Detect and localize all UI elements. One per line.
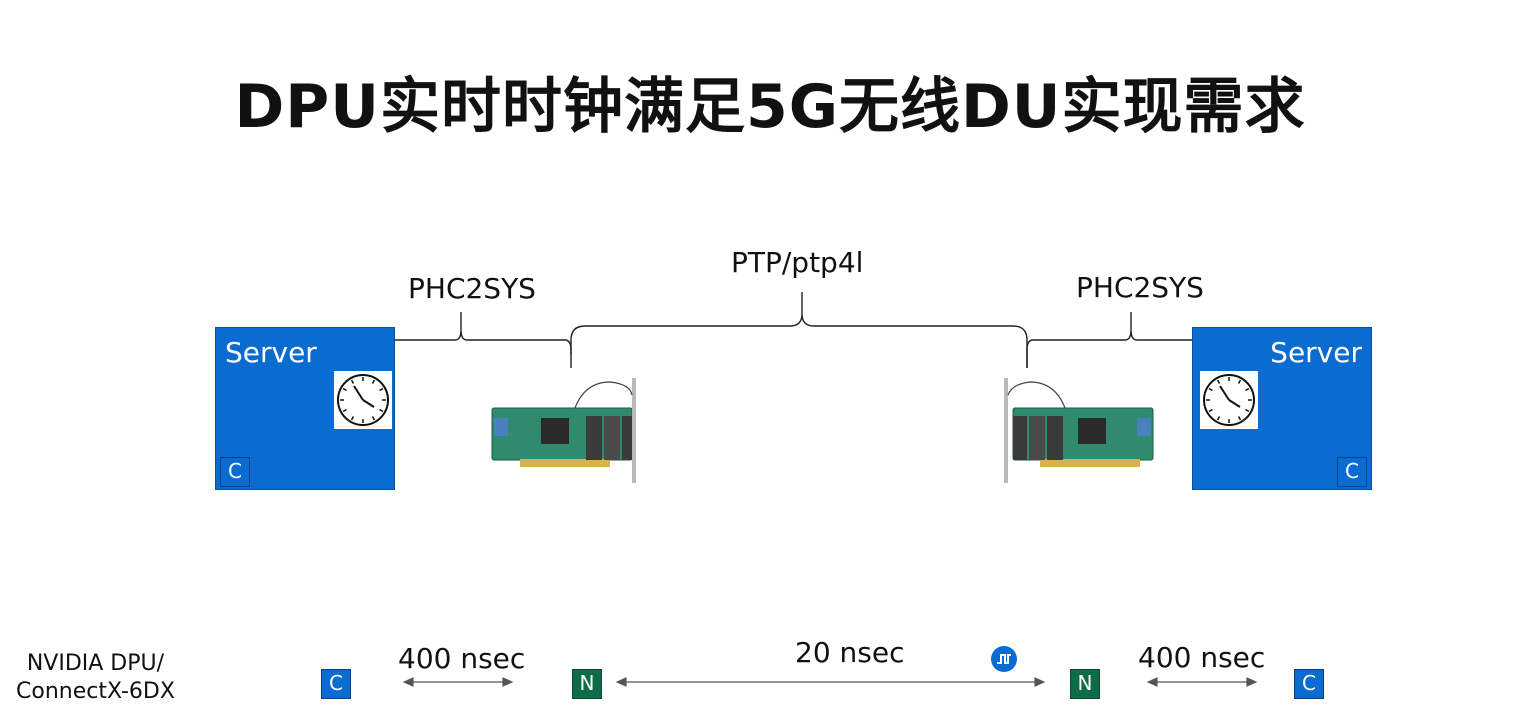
latency-middle-label: 20 nsec [795, 636, 905, 669]
timeline-core-badge-left: C [321, 669, 351, 699]
clock-icon [334, 371, 392, 429]
latency-arrow-right [1146, 677, 1258, 687]
timeline-nic-badge-left: N [572, 669, 602, 699]
network-card-right [1004, 378, 1154, 483]
server-left-label: Server [225, 336, 317, 369]
vendor-line-1: NVIDIA DPU/ [26, 651, 165, 676]
server-right-label: Server [1270, 336, 1362, 369]
vendor-line-2: ConnectX-6DX [16, 679, 175, 704]
core-badge: C [1337, 457, 1367, 487]
latency-right-label: 400 nsec [1138, 641, 1266, 674]
ptp-label: PTP/ptp4l [731, 246, 864, 279]
server-left: Server C [215, 327, 395, 490]
latency-arrow-middle [615, 677, 1046, 687]
latency-left-label: 400 nsec [398, 642, 526, 675]
pps-pulse-icon [991, 646, 1017, 672]
latency-arrow-left [402, 677, 514, 687]
vendor-label: NVIDIA DPU/ ConnectX-6DX [16, 650, 175, 706]
core-badge: C [220, 457, 250, 487]
ptp-brace [570, 292, 1028, 368]
timeline-core-badge-right: C [1294, 669, 1324, 699]
phc2sys-left-label: PHC2SYS [408, 272, 536, 305]
page-title: DPU实时时钟满足5G无线DU实现需求 [234, 72, 1306, 142]
server-right: Server C [1192, 327, 1372, 490]
clock-icon [1200, 371, 1258, 429]
phc2sys-right-label: PHC2SYS [1076, 271, 1204, 304]
timeline-nic-badge-right: N [1070, 669, 1100, 699]
network-card-left [491, 378, 636, 483]
